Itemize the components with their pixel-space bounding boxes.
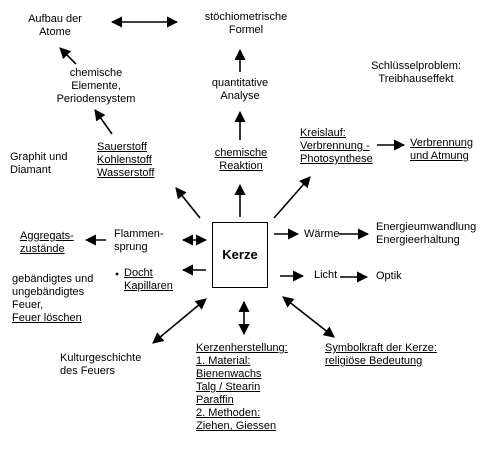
node-herstellung: Kerzenherstellung: 1. Material: Bienenwa… [196,342,288,432]
node-feuer: gebändigtes und ungebändigtes Feuer, Feu… [12,273,94,324]
node-optik: Optik [376,270,402,282]
node-verbrennung: Verbrennung und Atmung [410,137,473,162]
node-licht: Licht [314,269,338,281]
center-node-label: Kerze [222,247,258,262]
node-treibhaus: Schlüsselproblem: Treibhauseffekt [371,60,461,85]
node-formel: stöchiometrische Formel [204,11,288,36]
node-symbol: Symbolkraft der Kerze: religiöse Bedeutu… [325,342,437,367]
node-docht: Docht Kapillaren [124,267,173,292]
node-atome: Aufbau der Atome [28,13,82,38]
node-kultur: Kulturgeschichte des Feuers [60,352,142,377]
node-flammen: Flammen- sprung [114,228,164,253]
arrow-kerze-symbol [282,296,335,338]
docht-bullet [115,272,119,276]
center-node-box: Kerze [212,222,268,288]
arrow-elemente-atome [59,47,77,65]
node-stoffe: Sauerstoff Kohlenstoff Wasserstoff [97,141,155,179]
node-analyse: quantitative Analyse [211,77,269,102]
arrow-kerze-stoffe [175,187,201,219]
node-elemente: chemische Elemente, Periodensystem [56,67,136,105]
node-waerme: Wärme [304,228,340,240]
arrow-stoffe-elemente [94,109,113,135]
arrow-kerze-kreislauf [273,176,311,219]
node-aggregat: Aggregats- zustände [20,230,74,255]
node-graphit: Graphit und Diamant [10,151,68,176]
node-kreislauf: Kreislauf: Verbrennung - Photosynthese [300,127,373,165]
arrow-kerze-kultur [152,298,207,344]
node-reaktion: chemische Reaktion [214,147,268,172]
node-energie: Energieumwandlung Energieerhaltung [376,221,477,246]
